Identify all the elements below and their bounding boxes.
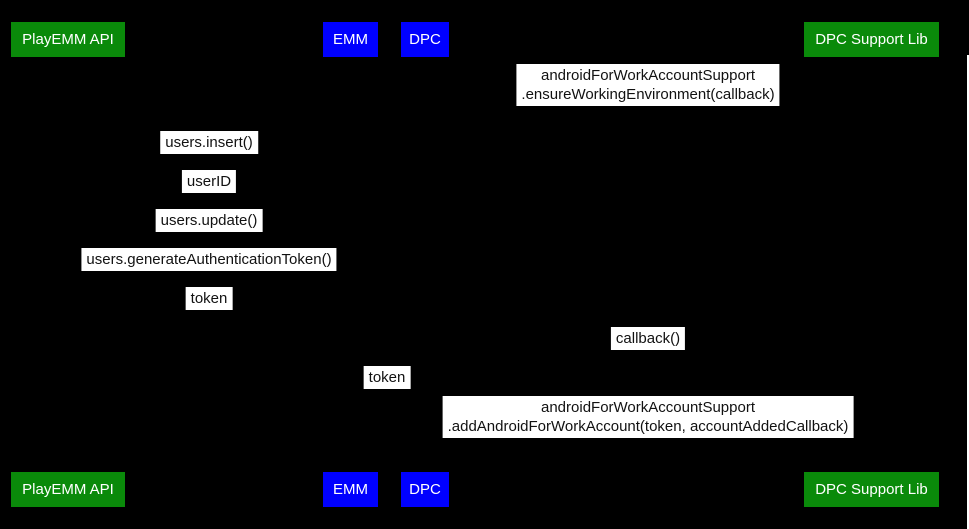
actor-dpc-top: DPC — [401, 22, 449, 57]
message-line: token — [190, 290, 228, 307]
message-userid: userID — [181, 170, 237, 193]
message-line: userID — [186, 173, 232, 190]
message-add-android-for-work-account: androidForWorkAccountSupport .addAndroid… — [442, 396, 854, 438]
message-line: androidForWorkAccountSupport — [540, 67, 755, 84]
actor-dpc-bottom: DPC — [401, 472, 449, 507]
actor-playemm-api-bottom: PlayEMM API — [11, 472, 125, 507]
message-line: users.insert() — [165, 134, 253, 151]
actor-dpc-support-lib-bottom: DPC Support Lib — [804, 472, 939, 507]
message-ensure-working-environment: androidForWorkAccountSupport .ensureWork… — [516, 64, 780, 106]
message-line: users.generateAuthenticationToken() — [86, 251, 332, 268]
message-line: .ensureWorkingEnvironment(callback) — [521, 86, 775, 103]
message-line: androidForWorkAccountSupport — [541, 399, 755, 416]
actor-emm-bottom: EMM — [323, 472, 378, 507]
actor-dpc-support-lib-top: DPC Support Lib — [804, 22, 939, 57]
message-users-update: users.update() — [155, 209, 263, 232]
message-line: token — [368, 369, 406, 386]
right-edge-line — [967, 55, 969, 529]
message-token-1: token — [185, 287, 233, 310]
message-generate-authentication-token: users.generateAuthenticationToken() — [81, 248, 337, 271]
message-line: users.update() — [160, 212, 258, 229]
actor-emm-top: EMM — [323, 22, 378, 57]
actor-playemm-api-top: PlayEMM API — [11, 22, 125, 57]
message-line: .addAndroidForWorkAccount(token, account… — [447, 418, 849, 435]
message-callback: callback() — [610, 327, 686, 350]
message-token-2: token — [363, 366, 411, 389]
message-line: callback() — [615, 330, 681, 347]
message-users-insert: users.insert() — [160, 131, 258, 154]
